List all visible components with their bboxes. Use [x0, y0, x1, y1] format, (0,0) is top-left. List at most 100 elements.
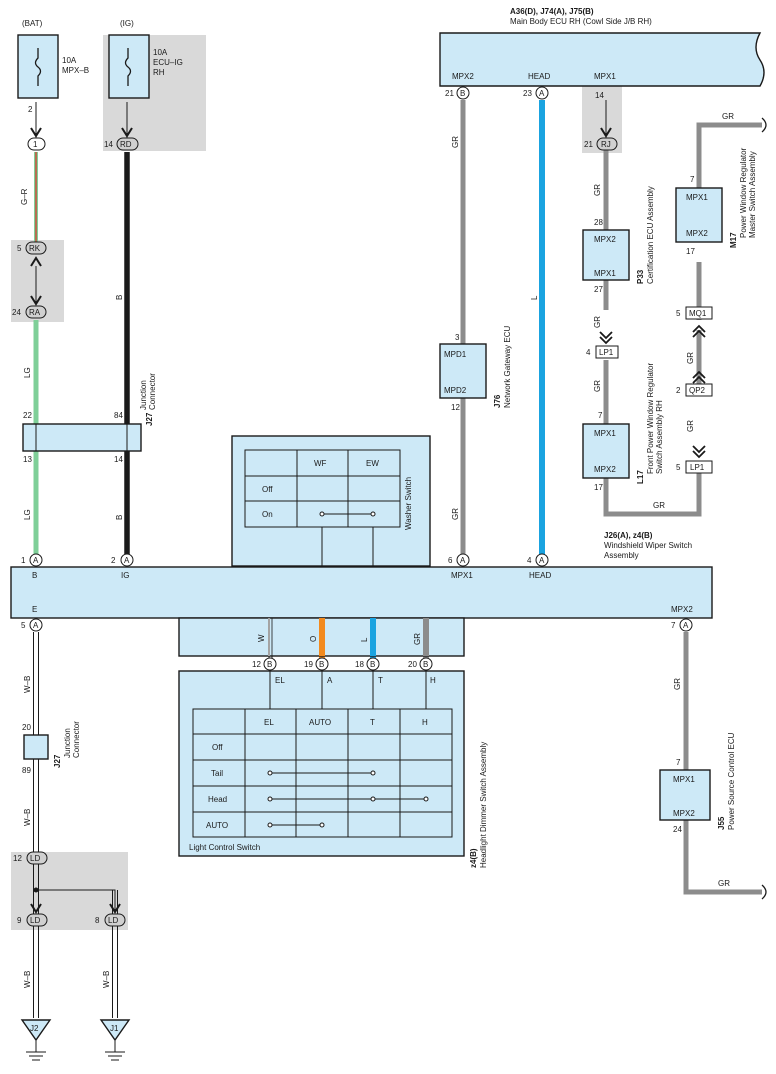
svg-text:EW: EW [366, 459, 379, 468]
power-source-control-ecu [659, 769, 711, 821]
master-switch-assembly [675, 187, 723, 243]
svg-text:J76: J76 [493, 394, 502, 408]
svg-text:1: 1 [33, 140, 38, 149]
svg-text:Certification ECU Assembly: Certification ECU Assembly [646, 186, 655, 284]
svg-text:T: T [370, 718, 375, 727]
svg-text:MPX2: MPX2 [673, 809, 695, 818]
svg-text:L: L [530, 295, 539, 300]
svg-text:IG: IG [121, 571, 129, 580]
svg-text:J2: J2 [30, 1024, 39, 1033]
svg-text:B: B [115, 515, 124, 520]
conn-rd [116, 137, 139, 151]
svg-text:GR: GR [451, 136, 460, 148]
svg-text:22: 22 [23, 411, 32, 420]
svg-text:1: 1 [21, 556, 26, 565]
svg-text:Off: Off [212, 743, 223, 752]
svg-text:13: 13 [23, 455, 32, 464]
svg-text:W: W [257, 634, 266, 642]
svg-text:Main Body ECU RH (Cowl Side J/: Main Body ECU RH (Cowl Side J/B RH) [510, 17, 652, 26]
svg-text:A: A [539, 89, 545, 98]
svg-text:7: 7 [671, 621, 676, 630]
svg-text:A: A [460, 556, 466, 565]
svg-text:AUTO: AUTO [309, 718, 331, 727]
svg-text:RA: RA [29, 308, 41, 317]
svg-text:B: B [460, 89, 465, 98]
wire-gr-master [696, 122, 762, 188]
conn-ra [25, 305, 47, 319]
svg-text:LD: LD [30, 854, 40, 863]
svg-text:Off: Off [262, 485, 273, 494]
svg-text:17: 17 [594, 483, 603, 492]
svg-text:MPX2: MPX2 [594, 235, 616, 244]
svg-text:ECU–IG: ECU–IG [153, 58, 183, 67]
svg-text:GR: GR [593, 316, 602, 328]
conn-ld-top [26, 851, 48, 865]
ig-fuse-icon [124, 48, 132, 86]
svg-text:MPX1: MPX1 [686, 193, 708, 202]
junction-connector-top [22, 423, 142, 452]
svg-text:MPX–B: MPX–B [62, 66, 89, 75]
svg-text:2: 2 [111, 556, 116, 565]
conn-lp1-top [595, 345, 619, 359]
svg-text:B: B [32, 571, 37, 580]
svg-text:5: 5 [21, 621, 26, 630]
svg-text:A: A [539, 556, 545, 565]
svg-text:19: 19 [304, 660, 313, 669]
main-body-ecu-box [439, 32, 765, 87]
svg-text:GR: GR [593, 380, 602, 392]
svg-text:B: B [267, 660, 272, 669]
svg-text:GR: GR [718, 879, 730, 888]
svg-text:O: O [309, 636, 318, 642]
svg-text:7: 7 [690, 175, 695, 184]
svg-text:9: 9 [17, 916, 22, 925]
svg-text:23: 23 [523, 89, 532, 98]
svg-text:MPX1: MPX1 [451, 571, 473, 580]
svg-text:WF: WF [314, 459, 327, 468]
svg-text:B: B [115, 295, 124, 300]
svg-text:z4(B): z4(B) [469, 848, 478, 868]
svg-text:12: 12 [451, 403, 460, 412]
svg-text:10A: 10A [62, 56, 77, 65]
svg-text:27: 27 [594, 285, 603, 294]
svg-text:A: A [33, 621, 39, 630]
svg-text:B: B [370, 660, 375, 669]
pin-mpx2-b [456, 86, 470, 100]
svg-text:21: 21 [584, 140, 593, 149]
pin-mpx2 [679, 618, 693, 632]
conn-lp1-right [685, 460, 713, 474]
svg-text:A36(D), J74(A), J75(B): A36(D), J74(A), J75(B) [510, 7, 594, 16]
svg-text:RJ: RJ [601, 140, 611, 149]
junction-connector-bottom [23, 734, 49, 760]
svg-text:W–B: W–B [102, 971, 111, 988]
pin-head-a [535, 86, 549, 100]
svg-text:12: 12 [252, 660, 261, 669]
svg-text:HEAD: HEAD [529, 571, 551, 580]
svg-text:GR: GR [686, 352, 695, 364]
svg-text:H: H [422, 718, 428, 727]
svg-text:G–R: G–R [20, 188, 29, 205]
svg-text:L: L [360, 637, 369, 642]
svg-text:Connector: Connector [72, 721, 81, 758]
pin-e [29, 618, 43, 632]
svg-text:B: B [423, 660, 428, 669]
svg-text:RK: RK [29, 244, 41, 253]
svg-text:Switch Assembly RH: Switch Assembly RH [655, 400, 664, 474]
svg-text:B: B [319, 660, 324, 669]
bat-fuse-icon [34, 48, 42, 86]
svg-text:MPX1: MPX1 [594, 429, 616, 438]
svg-text:MPX2: MPX2 [452, 72, 474, 81]
svg-text:20: 20 [408, 660, 417, 669]
svg-text:Head: Head [208, 795, 227, 804]
svg-text:GR: GR [722, 112, 734, 121]
svg-text:GR: GR [451, 508, 460, 520]
svg-text:RD: RD [120, 140, 132, 149]
svg-text:GR: GR [593, 184, 602, 196]
svg-text:Light Control Switch: Light Control Switch [189, 843, 260, 852]
conn-mq1 [685, 306, 713, 320]
svg-text:20: 20 [22, 723, 31, 732]
svg-text:Connector: Connector [148, 373, 157, 410]
svg-text:3: 3 [455, 333, 460, 342]
svg-text:MPX2: MPX2 [671, 605, 693, 614]
arrow-down-icon [121, 127, 133, 138]
bat-label: (BAT) [22, 19, 43, 28]
